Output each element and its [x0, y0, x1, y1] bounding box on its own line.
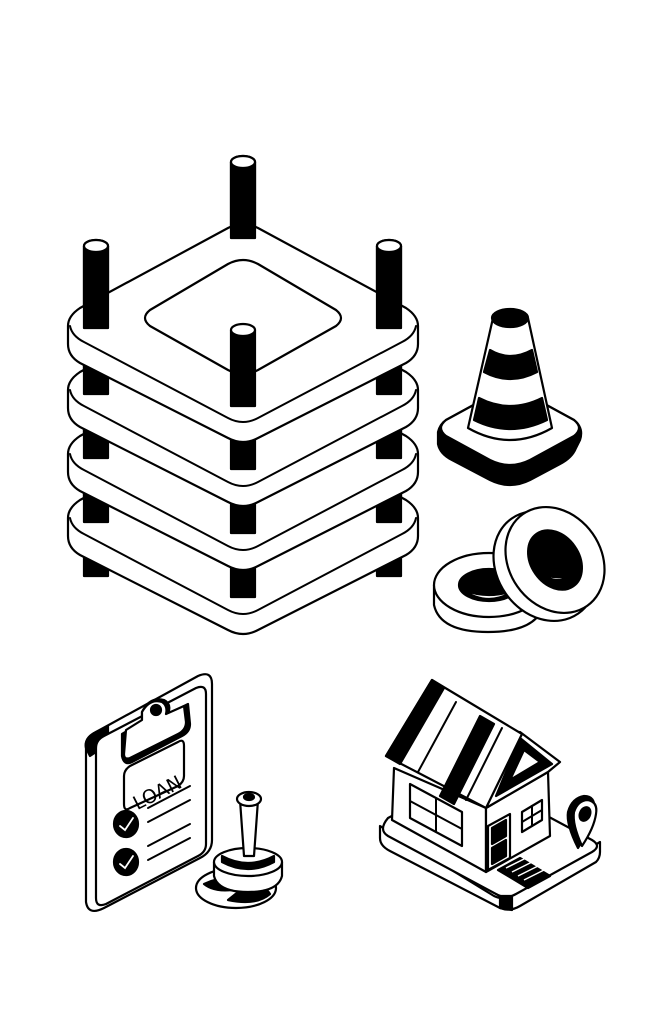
- tires-icon: [432, 505, 606, 634]
- house-icon: [378, 678, 602, 912]
- location-pin-icon: [566, 794, 598, 850]
- stamp-icon: [194, 790, 284, 910]
- house-window-small: [520, 798, 544, 834]
- traffic-cone-icon: [436, 307, 583, 487]
- check-item-2: [112, 823, 191, 877]
- stacked-pallets-icon: [66, 154, 420, 636]
- house-roof: [384, 678, 524, 810]
- house-walkway: [496, 856, 552, 890]
- house-door: [486, 812, 512, 872]
- check-item-1: [112, 785, 191, 839]
- tire-leaning: [492, 505, 606, 623]
- loan-clipboard-icon: LOAN: [84, 673, 214, 913]
- post-front: [229, 322, 257, 408]
- house-window-large: [408, 782, 464, 848]
